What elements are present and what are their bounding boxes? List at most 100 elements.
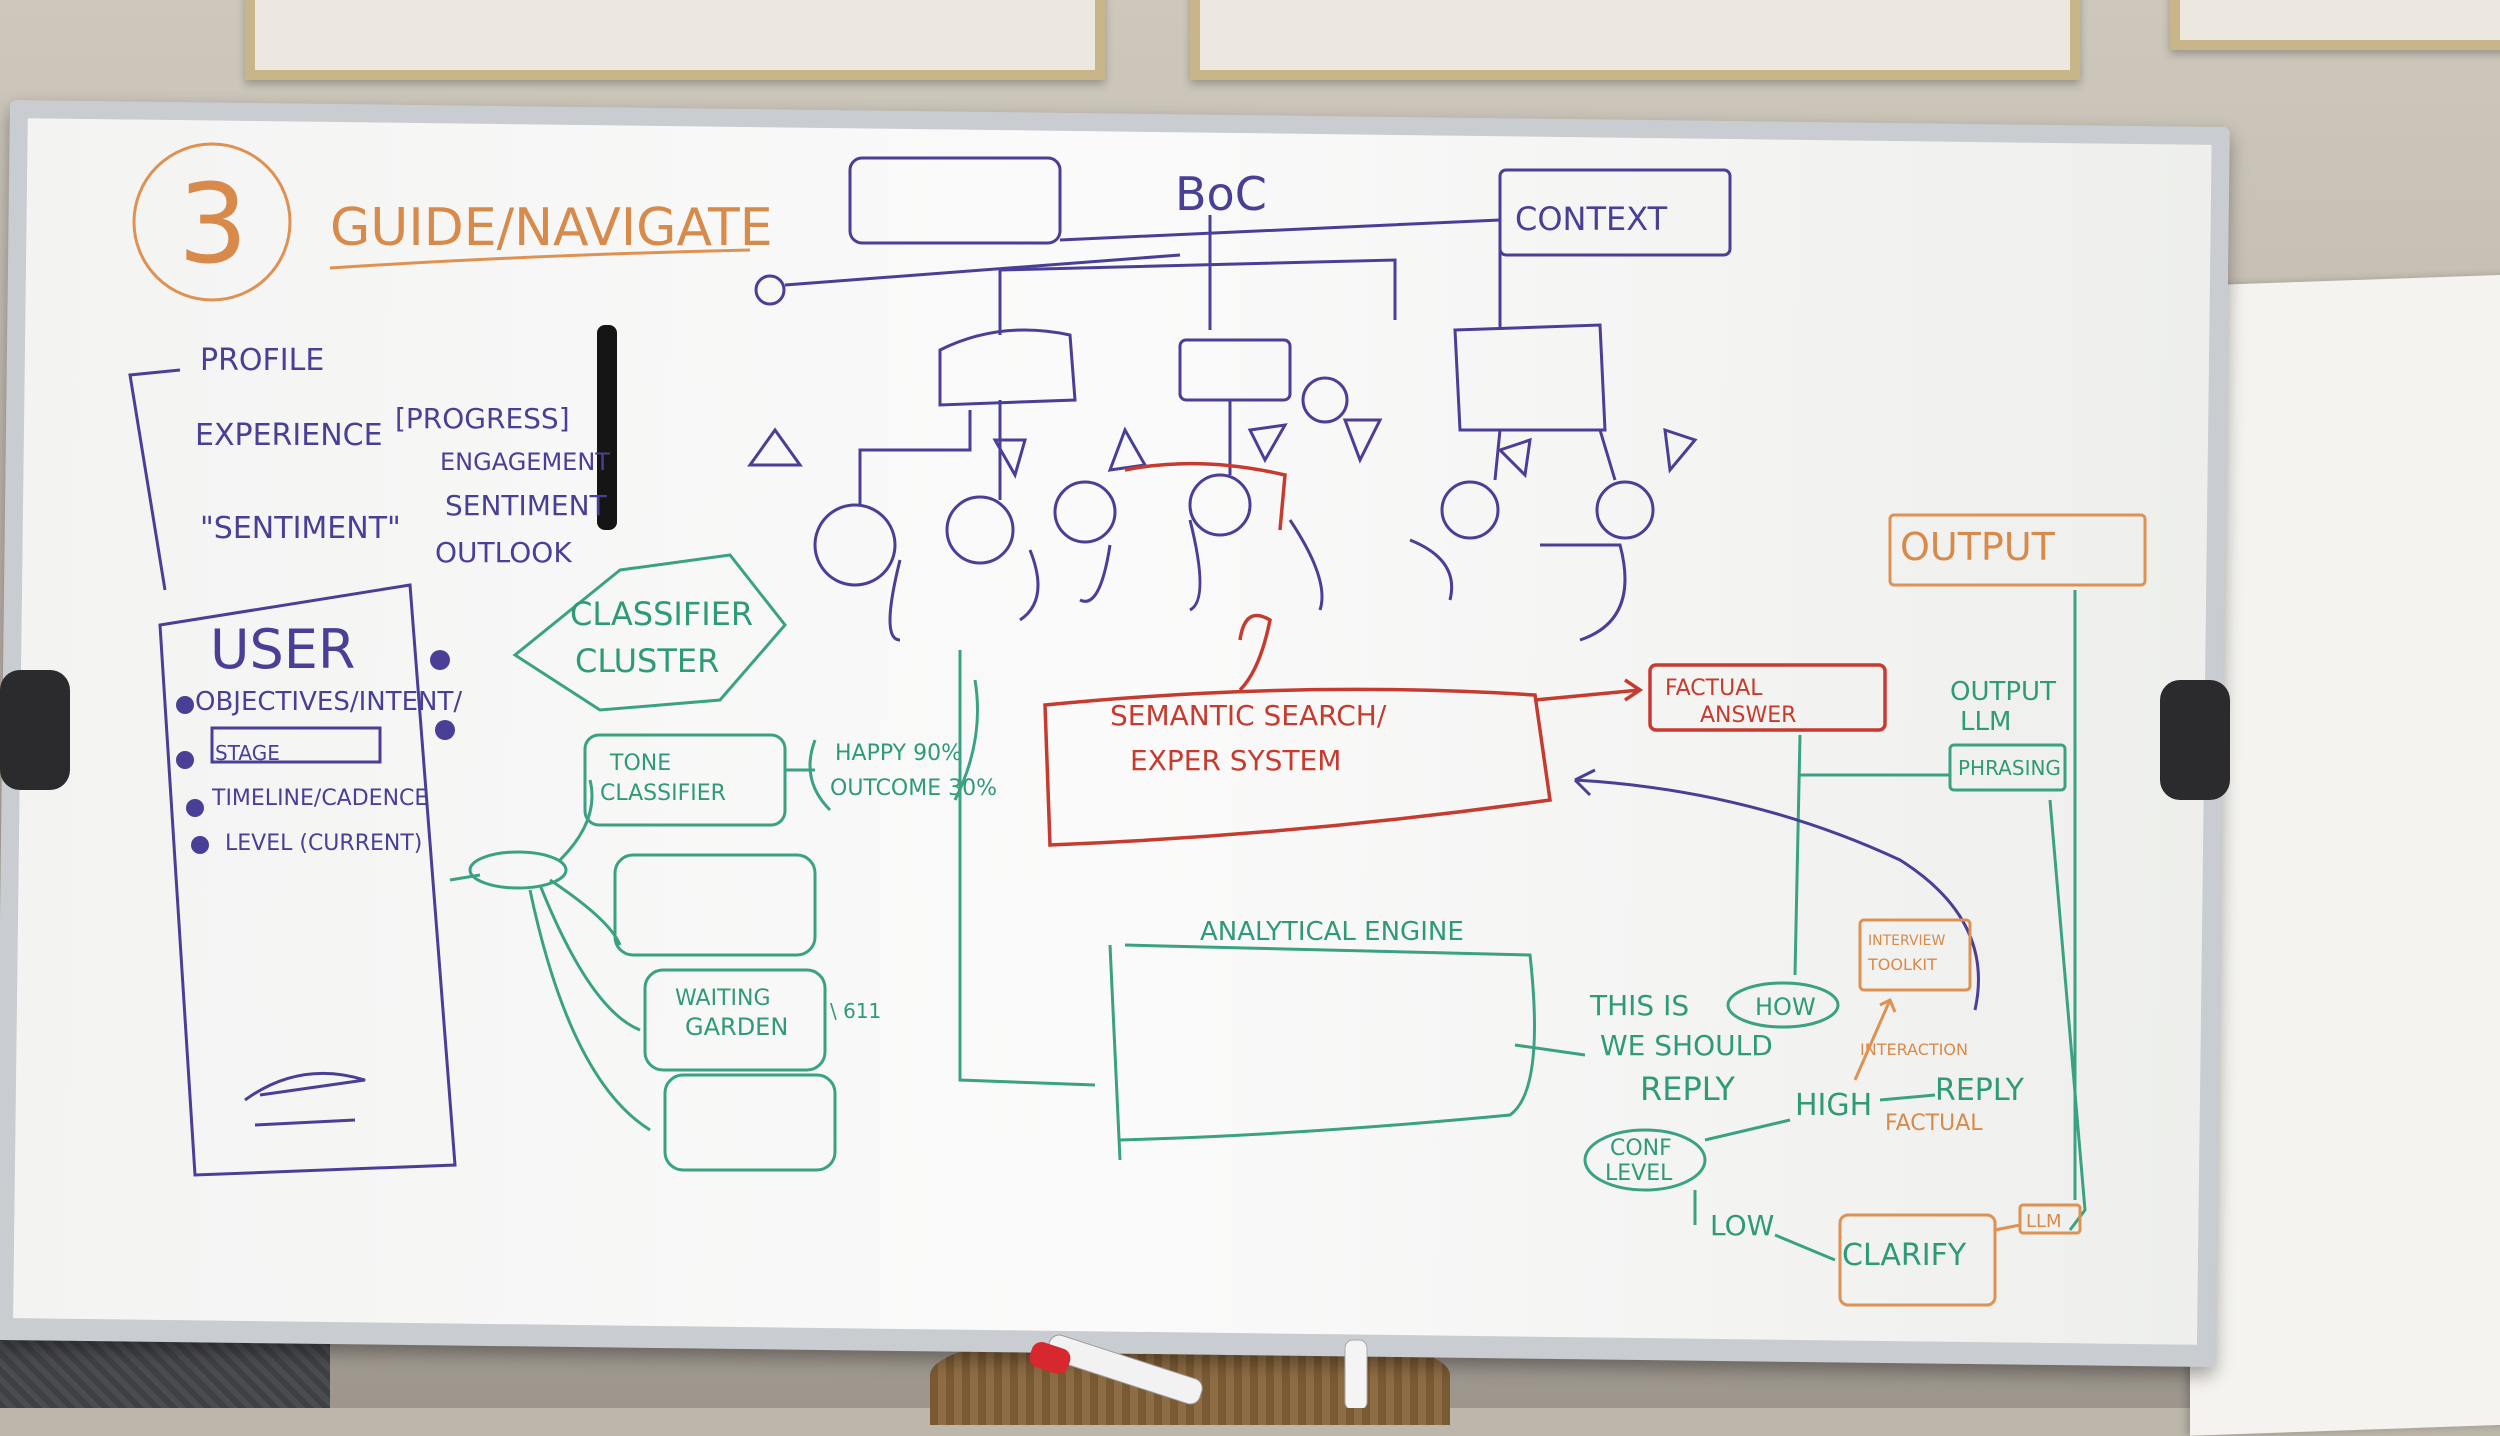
user-item-level: LEVEL (CURRENT) (225, 831, 422, 856)
tree-trunk-lines (998, 215, 1502, 335)
output-llm-line-1: OUTPUT (1950, 677, 2056, 707)
tree-node-center (1178, 338, 1292, 402)
board-mount-right (2160, 680, 2230, 800)
analytical-arrow (1514, 1043, 1586, 1057)
interaction-label: INTERACTION (1860, 1040, 1968, 1059)
board-mount-left (0, 670, 70, 790)
connector-ellipse (468, 850, 568, 890)
feedback-arrow (1573, 768, 1980, 1011)
tree-root-label: BoC (1175, 167, 1267, 221)
waiting-tail: \ 611 (830, 999, 881, 1023)
interview-line-1: INTERVIEW (1868, 933, 1946, 949)
tree-origin-arrow (784, 253, 1181, 287)
cluster-label: CLUSTER (575, 642, 719, 680)
tree-leaf-7 (1595, 480, 1655, 540)
waiting-garden-box (643, 968, 827, 1072)
conf-factual: FACTUAL (1885, 1111, 1983, 1136)
tone-classifier-box (583, 733, 787, 827)
conf-line-2: LEVEL (1605, 1161, 1673, 1186)
analytical-how: HOW (1755, 993, 1816, 1021)
semantic-loop-arrow (1238, 613, 1272, 692)
tree-node-left (938, 328, 1077, 407)
factual-answer-box (1648, 663, 1887, 732)
tree-subleaves (888, 519, 1627, 642)
tree-origin-node (754, 274, 786, 306)
list-profile: PROFILE (200, 343, 324, 378)
user-panel-box (158, 583, 457, 1177)
phrasing-label: PHRASING (1958, 756, 2061, 780)
user-panel-title: USER (210, 618, 355, 681)
context-label: CONTEXT (1515, 200, 1668, 238)
blank-box-2 (663, 1073, 837, 1172)
list-bracket (128, 368, 181, 591)
tone-classifier-label: CLASSIFIER (600, 781, 726, 806)
user-item-timeline: TIMELINE/CADENCE (211, 786, 428, 811)
conf-level-circle (1583, 1128, 1707, 1192)
tree-branches (858, 400, 1617, 505)
interview-line-2: TOOLKIT (1867, 955, 1937, 974)
list-experience: EXPERIENCE (195, 418, 383, 453)
tree-leaf-4 (1188, 473, 1252, 537)
conf-llm: LLM (2026, 1211, 2062, 1232)
context-box (1498, 168, 1732, 257)
tone-result-1: HAPPY 90% (835, 741, 962, 766)
conf-clarify: CLARIFY (1842, 1238, 1967, 1273)
marker-black (597, 325, 617, 530)
analytical-note-1: THIS IS (1589, 989, 1689, 1022)
tree-leaf-1 (813, 503, 897, 587)
analytical-engine-box (1108, 943, 1536, 1161)
bullet-icon (176, 751, 194, 769)
clarify-box (1838, 1213, 1997, 1307)
user-item-objectives: OBJECTIVES/INTENT/ (195, 687, 462, 717)
conf-high-arrow (1704, 1118, 1791, 1142)
picture-frame-left (245, 0, 1105, 80)
waiting-label: WAITING (675, 986, 771, 1011)
analytical-note-3: REPLY (1640, 1070, 1735, 1108)
bullet-icon (191, 836, 209, 854)
user-item-stage: STAGE (215, 741, 280, 765)
semantic-search-box (1043, 687, 1552, 847)
tone-result-2: OUTCOME 30% (830, 776, 997, 801)
marker-red-cap (1029, 1342, 1071, 1374)
conf-reply: REPLY (1935, 1073, 2025, 1108)
tree-box-topleft (848, 156, 1062, 245)
list-outlook: OUTLOOK (435, 536, 572, 569)
tree-highlight (1124, 461, 1287, 531)
low-clarify-arrow (1774, 1233, 1836, 1262)
garden-label: GARDEN (685, 1013, 788, 1041)
conf-low: LOW (1710, 1209, 1774, 1242)
semantic-to-factual-arrow (1534, 678, 1644, 702)
conf-high: HIGH (1795, 1088, 1872, 1123)
interview-toolkit-box (1858, 918, 1972, 992)
section-number-circle (132, 142, 292, 302)
list-sentiment: "SENTIMENT" (200, 511, 401, 546)
tree-node-right (1453, 323, 1607, 432)
output-label: OUTPUT (1900, 525, 2056, 569)
blank-box-1 (613, 853, 817, 957)
output-llm-line-2: LLM (1960, 707, 2011, 737)
factual-line-2: ANSWER (1700, 703, 1796, 728)
tree-leaf-3 (1053, 480, 1117, 544)
classifier-hexagon (512, 553, 787, 712)
tree-leaf-5 (1301, 376, 1349, 424)
marker-red-body (1046, 1334, 1203, 1405)
bullet-icon (186, 799, 204, 817)
llm-box (2018, 1203, 2082, 1235)
phrasing-box (1948, 743, 2067, 792)
tree-leaf-2 (945, 495, 1015, 565)
clarify-llm-link (1994, 1223, 2021, 1232)
tone-label: TONE (609, 751, 671, 776)
how-highlight (1726, 981, 1840, 1029)
marker-white (1344, 1339, 1368, 1408)
user-panel-scribble (244, 1071, 366, 1127)
list-sentiment-sub: SENTIMENT (445, 489, 608, 522)
stage-bar (210, 726, 382, 764)
title-underline (329, 248, 751, 270)
section-title: GUIDE/NAVIGATE (330, 198, 773, 258)
analytical-title: ANALYTICAL ENGINE (1200, 917, 1464, 947)
tree-triangles (747, 418, 1698, 479)
semantic-line-2: EXPER SYSTEM (1130, 744, 1341, 777)
bullet-icon (435, 720, 455, 740)
interaction-arrow (1853, 997, 1897, 1081)
